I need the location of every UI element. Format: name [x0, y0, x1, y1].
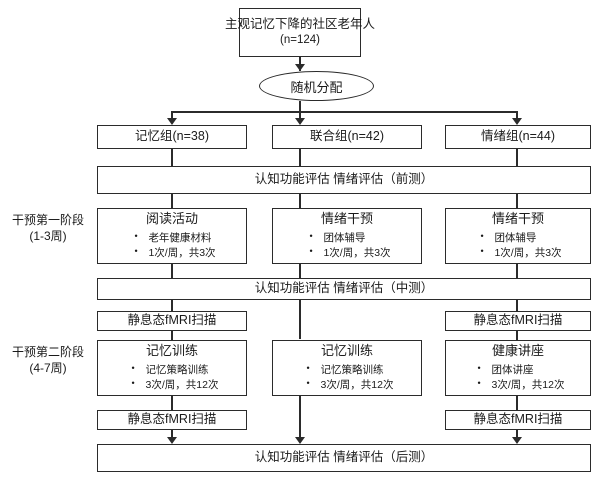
title-box: 主观记忆下降的社区老年人 (n=124)	[225, 8, 375, 57]
phase-label-two-line2: (4-7周)	[29, 361, 67, 376]
group-box-combined: 联合组(n=42)	[272, 125, 422, 149]
phase2-health-bullet-2: 3次/周，共12次	[476, 377, 565, 393]
phase-label-one: 干预第一阶段 (1-3周)	[2, 212, 94, 244]
phase2-health-bullet-1: 团体讲座	[476, 362, 565, 378]
arrow-to-post-left	[167, 437, 177, 444]
fmri-label-right-phase2: 静息态fMRI扫描	[473, 412, 563, 427]
assessment-mid: 认知功能评估 情绪评估（中测）	[97, 278, 591, 300]
title-box-line1: 主观记忆下降的社区老年人	[225, 17, 376, 32]
phase1-combined-bullet-1: 团体辅导	[307, 230, 390, 246]
fmri-box-right-phase1: 静息态fMRI扫描	[445, 311, 591, 331]
arrow-to-group-right	[512, 118, 522, 125]
connector-allocation-bus	[171, 111, 517, 113]
fmri-label-left-phase1: 静息态fMRI扫描	[127, 313, 217, 328]
connector-phase2-right-to-fmri2	[516, 396, 518, 410]
phase2-memory-bullet-2: 3次/周，共12次	[130, 377, 219, 393]
arrow-to-post-mid	[295, 437, 305, 444]
phase1-combined-bullets: 团体辅导 1次/周，共3次	[303, 230, 390, 261]
group-box-memory: 记忆组(n=38)	[97, 125, 247, 149]
phase1-box-emotion: 情绪干预 团体辅导 1次/周，共3次	[445, 208, 591, 264]
connector-phase1-right-to-mid	[516, 264, 518, 278]
group-box-emotion: 情绪组(n=44)	[445, 125, 591, 149]
phase2-combined-bullet-1: 记忆策略训练	[305, 362, 394, 378]
connector-bus-to-group-right	[516, 111, 518, 120]
phase2-memory-bullet-1: 记忆策略训练	[130, 362, 219, 378]
assessment-pre-label: 认知功能评估 情绪评估（前测）	[254, 172, 434, 187]
connector-phase1-left-to-mid	[171, 264, 173, 278]
phase2-memory-head: 记忆训练	[145, 342, 198, 358]
connector-fmri1-right-to-phase2	[516, 331, 518, 340]
phase1-box-combined: 情绪干预 团体辅导 1次/周，共3次	[272, 208, 422, 264]
arrow-to-group-mid	[295, 118, 305, 125]
assessment-post-label: 认知功能评估 情绪评估（后测）	[254, 450, 434, 465]
phase-label-one-line1: 干预第一阶段	[11, 213, 84, 227]
arrow-to-group-left	[167, 118, 177, 125]
phase1-emotion-head: 情绪干预	[491, 210, 544, 226]
connector-allocation-down	[299, 101, 301, 112]
phase2-box-combined: 记忆训练 记忆策略训练 3次/周，共12次	[272, 340, 422, 396]
phase-label-two-line1: 干预第二阶段	[11, 345, 84, 359]
phase-label-two: 干预第二阶段 (4-7周)	[2, 344, 94, 376]
connector-group-mid-to-pre	[299, 149, 301, 166]
fmri-label-left-phase2: 静息态fMRI扫描	[127, 412, 217, 427]
connector-mid-to-fmri-right	[516, 300, 518, 311]
connector-bus-to-group-mid	[299, 111, 301, 120]
phase-label-one-line2: (1-3周)	[29, 229, 67, 244]
connector-pre-to-phase1-left	[171, 194, 173, 208]
phase2-memory-bullets: 记忆策略训练 3次/周，共12次	[126, 362, 219, 393]
group-label-memory: 记忆组(n=38)	[135, 129, 209, 144]
fmri-box-right-phase2: 静息态fMRI扫描	[445, 410, 591, 430]
connector-pre-to-phase1-right	[516, 194, 518, 208]
connector-mid-to-phase2-mid	[299, 300, 301, 339]
phase2-box-health: 健康讲座 团体讲座 3次/周，共12次	[445, 340, 591, 396]
phase1-memory-bullet-2: 1次/周，共3次	[132, 245, 215, 261]
phase1-memory-bullet-1: 老年健康材料	[132, 230, 215, 246]
arrow-to-post-right	[512, 437, 522, 444]
group-label-combined: 联合组(n=42)	[310, 129, 384, 144]
phase2-box-memory: 记忆训练 记忆策略训练 3次/周，共12次	[97, 340, 247, 396]
fmri-label-right-phase1: 静息态fMRI扫描	[473, 313, 563, 328]
phase1-memory-bullets: 老年健康材料 1次/周，共3次	[128, 230, 215, 261]
phase1-combined-head: 情绪干预	[320, 210, 373, 226]
phase1-emotion-bullet-1: 团体辅导	[478, 230, 561, 246]
allocation-node: 随机分配	[259, 71, 374, 101]
connector-mid-to-fmri-left	[171, 300, 173, 311]
allocation-label: 随机分配	[290, 79, 343, 95]
assessment-pre: 认知功能评估 情绪评估（前测）	[97, 166, 591, 194]
phase1-memory-head: 阅读活动	[145, 210, 198, 226]
title-box-line2: (n=124)	[280, 33, 320, 46]
connector-fmri1-left-to-phase2	[171, 331, 173, 340]
phase2-combined-head: 记忆训练	[320, 342, 373, 358]
phase2-health-head: 健康讲座	[491, 342, 544, 358]
phase2-health-bullets: 团体讲座 3次/周，共12次	[472, 362, 565, 393]
connector-phase1-mid-to-mid	[299, 264, 301, 278]
connector-group-left-to-pre	[171, 149, 173, 166]
connector-bus-to-group-left	[171, 111, 173, 120]
connector-phase2-left-to-fmri2	[171, 396, 173, 410]
assessment-post: 认知功能评估 情绪评估（后测）	[97, 444, 591, 472]
phase2-combined-bullets: 记忆策略训练 3次/周，共12次	[301, 362, 394, 393]
fmri-box-left-phase2: 静息态fMRI扫描	[97, 410, 247, 430]
connector-pre-to-phase1-mid	[299, 194, 301, 208]
fmri-box-left-phase1: 静息态fMRI扫描	[97, 311, 247, 331]
arrow-title-to-allocation	[295, 64, 305, 71]
connector-fmri2-right-to-post	[516, 430, 518, 442]
connector-fmri2-left-to-post	[171, 430, 173, 442]
phase1-emotion-bullet-2: 1次/周，共3次	[478, 245, 561, 261]
phase2-combined-bullet-2: 3次/周，共12次	[305, 377, 394, 393]
connector-group-right-to-pre	[516, 149, 518, 166]
group-label-emotion: 情绪组(n=44)	[481, 129, 555, 144]
phase1-emotion-bullets: 团体辅导 1次/周，共3次	[474, 230, 561, 261]
assessment-mid-label: 认知功能评估 情绪评估（中测）	[254, 281, 434, 296]
phase1-combined-bullet-2: 1次/周，共3次	[307, 245, 390, 261]
connector-phase2-mid-to-post	[299, 396, 301, 438]
phase1-box-memory: 阅读活动 老年健康材料 1次/周，共3次	[97, 208, 247, 264]
